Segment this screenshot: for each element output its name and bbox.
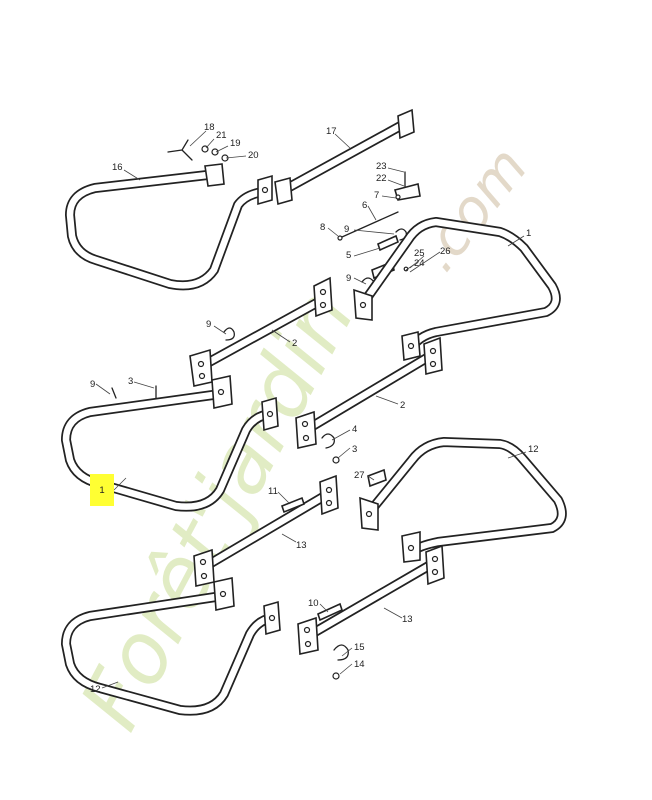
callout-8: 8 <box>320 222 325 233</box>
callout-7: 7 <box>374 190 379 201</box>
highlighted-callout-label: 1 <box>99 484 105 496</box>
callout-14: 14 <box>354 659 365 670</box>
callout-15: 15 <box>354 642 365 653</box>
callout-4: 4 <box>352 424 357 435</box>
callout-24: 24 <box>414 258 425 269</box>
callout-18: 18 <box>204 122 215 133</box>
callout-9-c: 9 <box>206 319 211 330</box>
frame-16 <box>65 163 273 291</box>
callout-20: 20 <box>248 150 259 161</box>
frame-1-right <box>353 217 561 362</box>
callout-16: 16 <box>112 162 123 173</box>
callout-10: 10 <box>308 598 319 609</box>
callout-11: 11 <box>268 486 278 497</box>
leader-lines <box>95 130 527 689</box>
hardware-5-8-22-23 <box>337 171 421 293</box>
callout-9-b: 9 <box>346 273 351 284</box>
highlighted-callout-1[interactable]: 1 <box>90 474 114 506</box>
callout-25: 25 <box>414 248 425 259</box>
bar-17 <box>274 108 415 206</box>
callout-labels: 18 21 19 20 16 17 23 22 7 6 8 9 5 9 25 2… <box>90 122 539 695</box>
callout-12-right: 12 <box>528 444 539 455</box>
callout-9-d: 9 <box>90 379 95 390</box>
callout-13-lower: 13 <box>402 614 413 625</box>
frame-12-left <box>61 577 281 716</box>
callout-9-a: 9 <box>344 224 349 235</box>
frame-12-right <box>359 437 567 563</box>
callout-2-lower: 2 <box>400 400 405 411</box>
bar-13-upper <box>193 474 339 587</box>
callout-26: 26 <box>440 246 451 257</box>
bar-2-lower <box>295 336 443 464</box>
callout-2-upper: 2 <box>292 338 297 349</box>
hardware-18-21 <box>167 139 229 162</box>
bar-2-upper <box>189 276 333 387</box>
callout-3: 3 <box>128 376 133 387</box>
watermark-text-domain: .com <box>405 135 541 283</box>
callout-5: 5 <box>346 250 351 261</box>
callout-19: 19 <box>230 138 241 149</box>
callout-3-b: 3 <box>352 444 357 455</box>
callout-13-upper: 13 <box>296 540 307 551</box>
callout-22: 22 <box>376 173 387 184</box>
callout-27: 27 <box>354 470 365 481</box>
callout-21: 21 <box>216 130 227 141</box>
callout-1-right: 1 <box>526 228 531 239</box>
bar-13-lower <box>297 544 445 680</box>
callout-23: 23 <box>376 161 387 172</box>
callout-17: 17 <box>326 126 337 137</box>
callout-12-left: 12 <box>90 684 101 695</box>
callout-6: 6 <box>362 200 367 211</box>
